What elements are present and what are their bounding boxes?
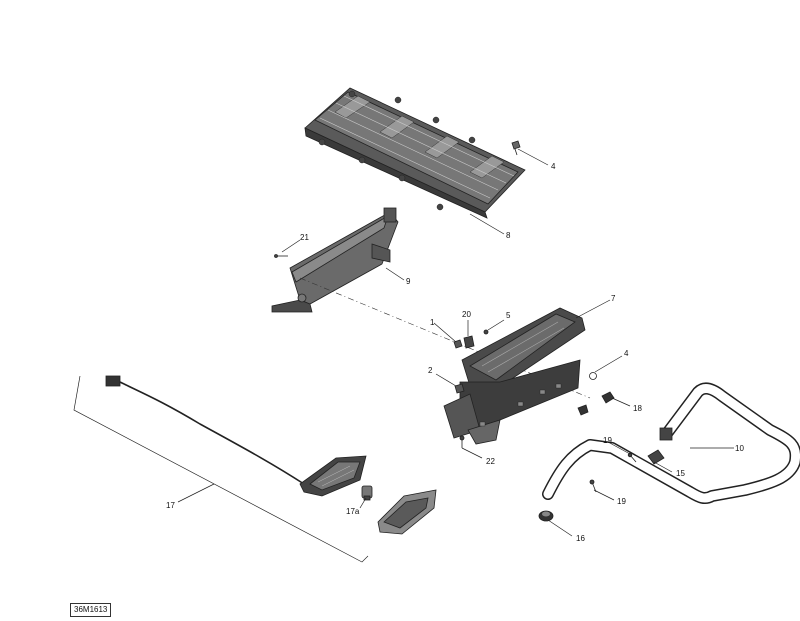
nut-part-2 — [454, 383, 465, 394]
callout-7: 7 — [611, 294, 616, 303]
leader-lines — [281, 148, 734, 537]
callout-19-bottom: 19 — [617, 497, 626, 506]
callout-22: 22 — [486, 457, 495, 466]
screw-part-19-a — [627, 452, 637, 463]
clip-part-20 — [463, 335, 475, 349]
screw-part-5 — [483, 329, 489, 335]
nut-part-18 — [601, 391, 615, 404]
wiring-harness-part-17 — [105, 375, 367, 497]
callout-19-top: 19 — [603, 436, 612, 445]
tail-light-lens — [377, 489, 437, 535]
callout-2: 2 — [428, 366, 433, 375]
callout-4-top: 4 — [551, 162, 556, 171]
nut-near-housing — [577, 404, 589, 416]
callout-21: 21 — [300, 233, 309, 242]
grab-handle-part-10 — [542, 382, 800, 505]
callout-9: 9 — [406, 277, 411, 286]
callout-5: 5 — [506, 311, 511, 320]
callout-8: 8 — [506, 231, 511, 240]
callout-20: 20 — [462, 310, 471, 319]
bulb-part-17a — [361, 485, 373, 501]
screw-part-21 — [274, 254, 288, 258]
mounting-bracket-part-9 — [271, 207, 399, 313]
screw-part-22 — [459, 435, 465, 448]
callout-17: 17 — [166, 501, 175, 510]
kit-bracket-17 — [73, 375, 369, 563]
callout-16: 16 — [576, 534, 585, 543]
clip-part-15 — [647, 449, 665, 465]
tail-light-housing-part-7 — [443, 307, 586, 445]
cap-part-16 — [538, 510, 554, 522]
nut-part-4-middle — [589, 372, 597, 380]
callout-18: 18 — [633, 404, 642, 413]
document-code: 36M1613 — [70, 603, 112, 617]
callout-15: 15 — [676, 469, 685, 478]
rear-rack-platform — [304, 87, 526, 219]
callout-1: 1 — [430, 318, 435, 327]
callout-10: 10 — [735, 444, 744, 453]
callout-17a: 17a — [346, 507, 360, 516]
bolt-part-4-top — [511, 140, 521, 156]
callout-labels: 4 8 21 9 7 20 5 1 4 2 18 10 19 22 15 19 … — [166, 162, 744, 543]
callout-4-middle: 4 — [624, 349, 629, 358]
